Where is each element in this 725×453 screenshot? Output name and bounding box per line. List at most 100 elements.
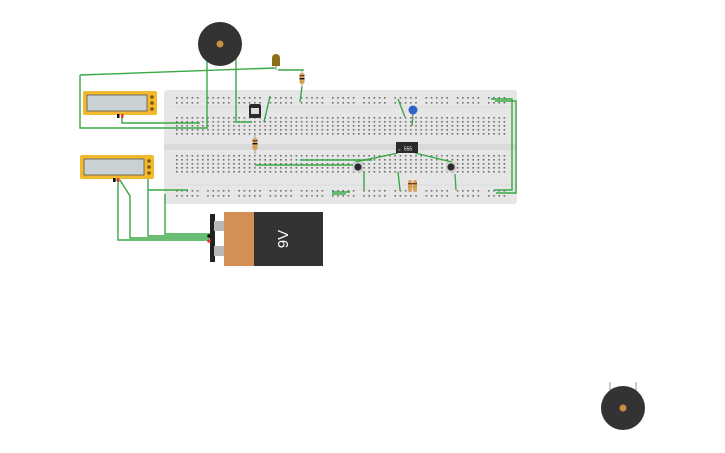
breadboard-hole[interactable] <box>399 155 402 157</box>
breadboard-hole[interactable] <box>488 163 490 165</box>
breadboard-hole[interactable] <box>337 155 339 157</box>
breadboard-hole[interactable] <box>311 102 313 104</box>
breadboard-hole[interactable] <box>233 167 235 169</box>
breadboard-hole[interactable] <box>217 133 220 135</box>
breadboard-hole[interactable] <box>493 155 495 157</box>
breadboard-hole[interactable] <box>217 171 220 173</box>
breadboard-hole[interactable] <box>456 121 459 123</box>
breadboard-hole[interactable] <box>269 190 272 192</box>
breadboard-hole[interactable] <box>248 159 251 161</box>
breadboard-hole[interactable] <box>363 129 365 131</box>
breadboard-hole[interactable] <box>332 102 334 104</box>
breadboard-hole[interactable] <box>295 121 298 123</box>
breadboard-hole[interactable] <box>399 167 402 169</box>
breadboard-hole[interactable] <box>378 195 381 197</box>
breadboard-hole[interactable] <box>228 163 230 165</box>
breadboard-hole[interactable] <box>368 163 370 165</box>
wire-4[interactable] <box>121 117 200 124</box>
breadboard-hole[interactable] <box>264 163 266 165</box>
breadboard-hole[interactable] <box>269 171 272 173</box>
breadboard-hole[interactable] <box>228 102 230 104</box>
breadboard-hole[interactable] <box>373 171 376 173</box>
breadboard-hole[interactable] <box>342 129 344 131</box>
breadboard-hole[interactable] <box>441 125 443 127</box>
breadboard-hole[interactable] <box>352 190 355 192</box>
breadboard-hole[interactable] <box>389 171 391 173</box>
breadboard-hole[interactable] <box>196 190 199 192</box>
breadboard-hole[interactable] <box>306 117 308 119</box>
breadboard-hole[interactable] <box>233 125 235 127</box>
multimeter-top[interactable] <box>83 91 157 118</box>
breadboard-hole[interactable] <box>384 117 386 119</box>
breadboard-hole[interactable] <box>243 155 246 157</box>
breadboard-hole[interactable] <box>300 163 303 165</box>
breadboard-hole[interactable] <box>384 129 386 131</box>
breadboard-hole[interactable] <box>420 117 422 119</box>
breadboard-hole[interactable] <box>472 163 474 165</box>
breadboard-hole[interactable] <box>352 195 355 197</box>
breadboard-hole[interactable] <box>488 159 490 161</box>
breadboard-hole[interactable] <box>337 117 339 119</box>
breadboard-hole[interactable] <box>498 163 500 165</box>
breadboard-hole[interactable] <box>191 163 194 165</box>
breadboard-hole[interactable] <box>217 117 220 119</box>
breadboard-hole[interactable] <box>467 102 469 104</box>
breadboard-hole[interactable] <box>280 155 282 157</box>
breadboard-hole[interactable] <box>394 102 396 104</box>
breadboard-hole[interactable] <box>207 133 209 135</box>
breadboard-hole[interactable] <box>212 195 214 197</box>
breadboard-hole[interactable] <box>228 125 230 127</box>
wire-2[interactable] <box>79 67 276 76</box>
breadboard-hole[interactable] <box>290 171 292 173</box>
multimeter-bottom-knob-1[interactable] <box>147 159 151 163</box>
breadboard-hole[interactable] <box>347 190 350 192</box>
breadboard-hole[interactable] <box>384 121 386 123</box>
breadboard-hole[interactable] <box>212 159 214 161</box>
breadboard-hole[interactable] <box>493 167 495 169</box>
breadboard-hole[interactable] <box>404 129 407 131</box>
breadboard-hole[interactable] <box>207 190 209 192</box>
breadboard-hole[interactable] <box>368 117 370 119</box>
breadboard-hole[interactable] <box>410 97 412 99</box>
breadboard-hole[interactable] <box>285 195 287 197</box>
breadboard-hole[interactable] <box>202 159 204 161</box>
breadboard-hole[interactable] <box>238 129 240 131</box>
breadboard-hole[interactable] <box>186 155 188 157</box>
breadboard-hole[interactable] <box>498 155 500 157</box>
breadboard-hole[interactable] <box>233 163 235 165</box>
breadboard-hole[interactable] <box>321 155 324 157</box>
breadboard-hole[interactable] <box>222 129 225 131</box>
breadboard-hole[interactable] <box>176 97 178 99</box>
breadboard-hole[interactable] <box>285 163 287 165</box>
breadboard-hole[interactable] <box>212 97 214 99</box>
wire-15[interactable] <box>414 152 453 163</box>
breadboard-hole[interactable] <box>404 167 407 169</box>
wire-25[interactable] <box>114 179 210 241</box>
breadboard-hole[interactable] <box>321 195 324 197</box>
breadboard-hole[interactable] <box>477 121 480 123</box>
breadboard-hole[interactable] <box>389 155 391 157</box>
breadboard-hole[interactable] <box>274 155 277 157</box>
breadboard-hole[interactable] <box>451 129 454 131</box>
breadboard-hole[interactable] <box>306 190 308 192</box>
breadboard-hole[interactable] <box>462 155 464 157</box>
breadboard-hole[interactable] <box>420 129 422 131</box>
breadboard-hole[interactable] <box>415 117 417 119</box>
breadboard-hole[interactable] <box>280 133 282 135</box>
breadboard-hole[interactable] <box>285 97 287 99</box>
breadboard-hole[interactable] <box>482 125 485 127</box>
breadboard-hole[interactable] <box>493 97 495 99</box>
breadboard-hole[interactable] <box>321 133 324 135</box>
breadboard-hole[interactable] <box>248 195 251 197</box>
breadboard-hole[interactable] <box>207 171 209 173</box>
breadboard-hole[interactable] <box>347 167 350 169</box>
breadboard-hole[interactable] <box>363 121 365 123</box>
breadboard-hole[interactable] <box>342 167 344 169</box>
breadboard-hole[interactable] <box>358 125 360 127</box>
breadboard-hole[interactable] <box>378 159 381 161</box>
breadboard-hole[interactable] <box>498 121 500 123</box>
breadboard-hole[interactable] <box>441 133 443 135</box>
breadboard-hole[interactable] <box>441 171 443 173</box>
breadboard-hole[interactable] <box>222 190 225 192</box>
breadboard-hole[interactable] <box>425 121 428 123</box>
